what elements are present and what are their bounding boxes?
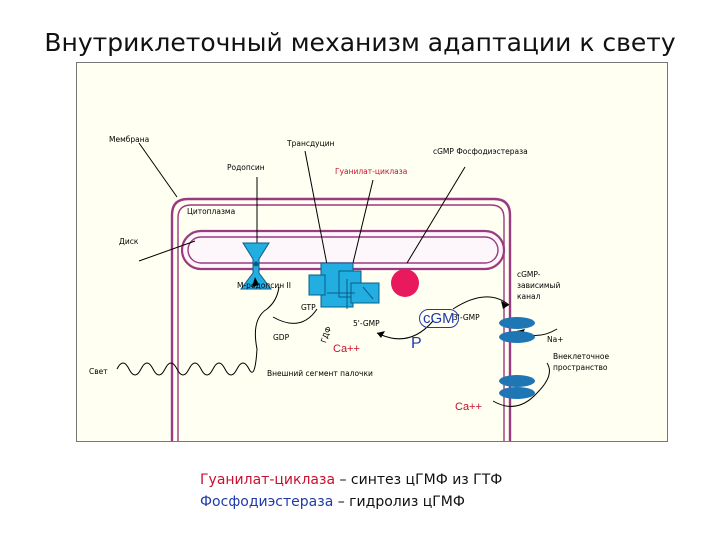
caption-line-2: Фосфодиэстераза – гидролиз цГМФ: [200, 494, 465, 510]
disk-pointer: [138, 240, 196, 262]
guanylate-cyclase-label: Гуанилат-циклаза: [335, 167, 408, 176]
cgmp-channel-upper: [499, 317, 535, 343]
gdp-label: GDP: [273, 333, 290, 342]
caption-gc-rest: – синтез цГМФ из ГТФ: [335, 472, 503, 488]
light-label: Свет: [89, 367, 108, 376]
membrane-label: Мембрана: [109, 135, 150, 144]
light-arrowhead: [252, 277, 259, 287]
extracellular-label: Внеклеточное пространство: [553, 352, 610, 372]
five-gmp-label: 5'-GMP: [353, 319, 380, 328]
cgmp-label: cGM: [419, 309, 459, 328]
outer-segment-label: Внешний сегмент палочки: [267, 369, 373, 378]
pde-label: cGMP Фосфодиэстераза: [433, 147, 528, 156]
ca-outer-label: Ca++: [455, 401, 482, 413]
disk-label: Диск: [119, 237, 139, 246]
transducin-label: Трансдуцин: [287, 139, 335, 148]
cell-membrane: [170, 197, 512, 441]
diagram-panel: Мембрана Трансдуцин cGMP Фосфодиэстераза…: [76, 62, 668, 442]
cgmp-channel-label: cGMP-зависимый канал: [517, 270, 561, 301]
cytoplasm-label: Цитоплазма: [187, 207, 236, 216]
diagram-canvas: [116, 142, 558, 441]
cell-membrane-inner: [177, 204, 505, 441]
gtp-label: GTP: [301, 303, 316, 312]
caption-line-1: Гуанилат-циклаза – синтез цГМФ из ГТФ: [200, 472, 502, 488]
caption-pde-rest: – гидролиз цГМФ: [333, 494, 465, 510]
gtp-arrow: [272, 308, 318, 324]
transducin-complex: [308, 262, 380, 309]
cgmp-channel-lower: [499, 375, 535, 399]
three-gmp-label: 3'-GMP: [453, 313, 480, 322]
cgmp-arrowhead: [501, 301, 509, 309]
cgmp-arrow: [452, 296, 510, 310]
phosphate-label: P: [411, 335, 422, 352]
retinal-dot: [253, 261, 259, 267]
transducin-pointer: [304, 150, 330, 276]
na-label: Na+: [547, 335, 564, 344]
pde-pointer: [406, 166, 466, 264]
caption-pde-term: Фосфодиэстераза: [200, 494, 334, 510]
caption-gc-term: Гуанилат-циклаза: [200, 472, 336, 488]
ca-arrow: [492, 392, 538, 407]
ca-exit-arrow: [536, 362, 550, 394]
gc-pointer: [352, 179, 374, 264]
page-title: Внутриклеточный механизм адаптации к све…: [44, 28, 676, 57]
m-rhodopsin-label: M-родопсин II: [237, 281, 291, 290]
pde-ball: [391, 269, 419, 297]
light-wave: [116, 286, 280, 376]
rhodopsin-label: Родопсин: [227, 163, 265, 172]
ca-inner-label: Ca++: [333, 343, 360, 355]
gmp-arrowhead: [377, 331, 385, 338]
membrane-pointer: [138, 142, 178, 198]
